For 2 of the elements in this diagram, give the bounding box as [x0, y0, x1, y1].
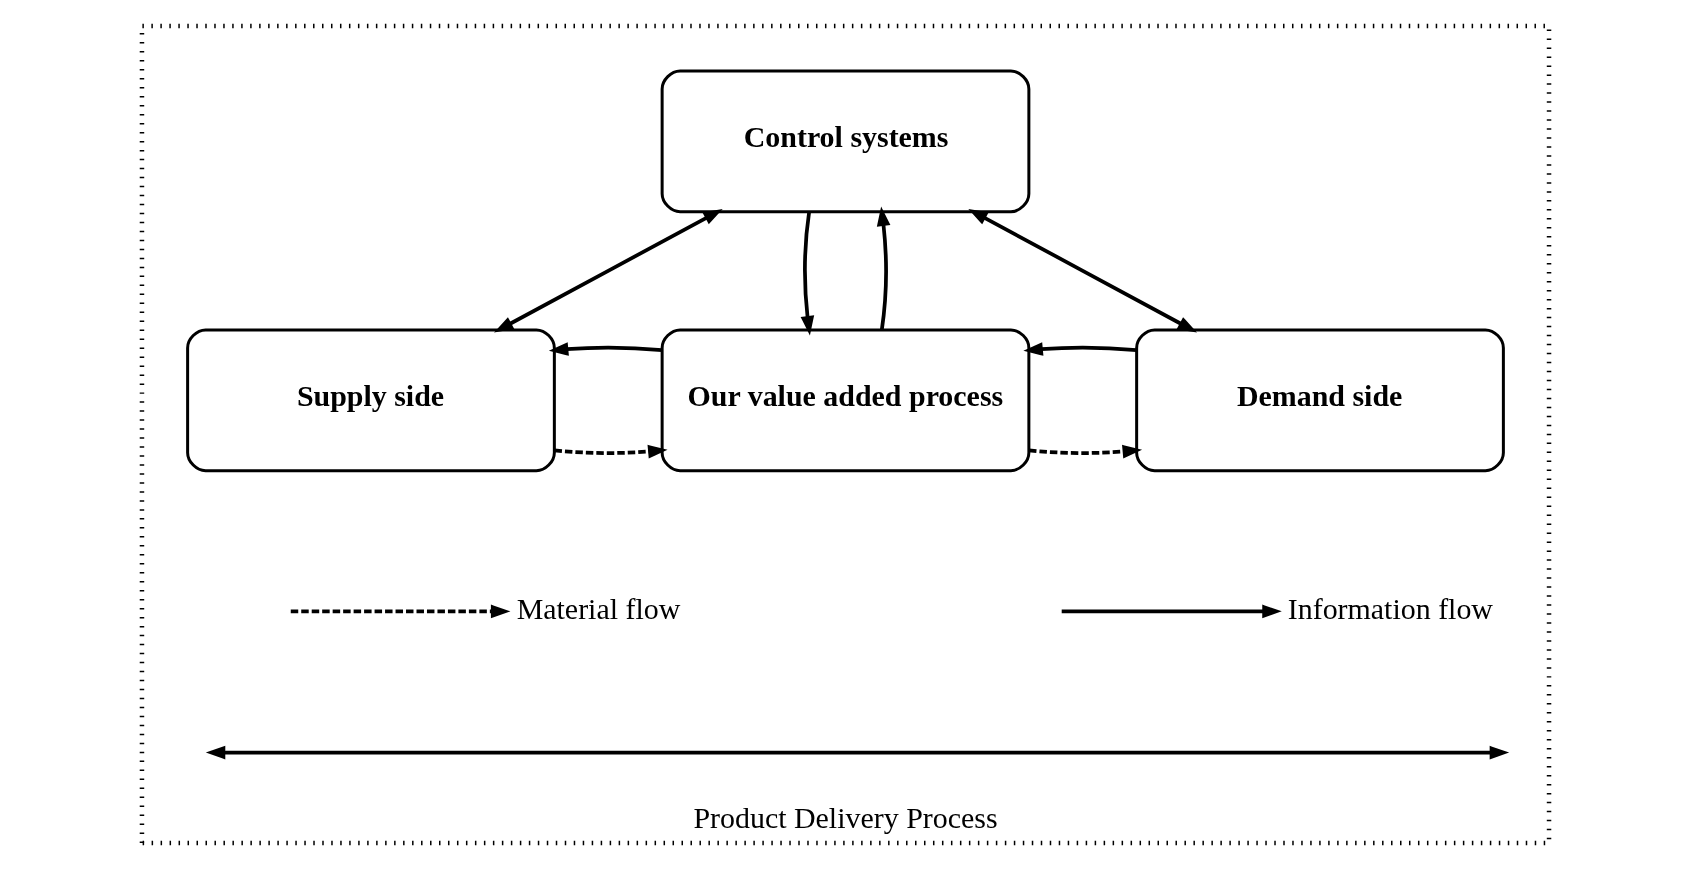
legend-label: Information flow	[1287, 591, 1493, 625]
legend-label: Material flow	[516, 591, 680, 625]
